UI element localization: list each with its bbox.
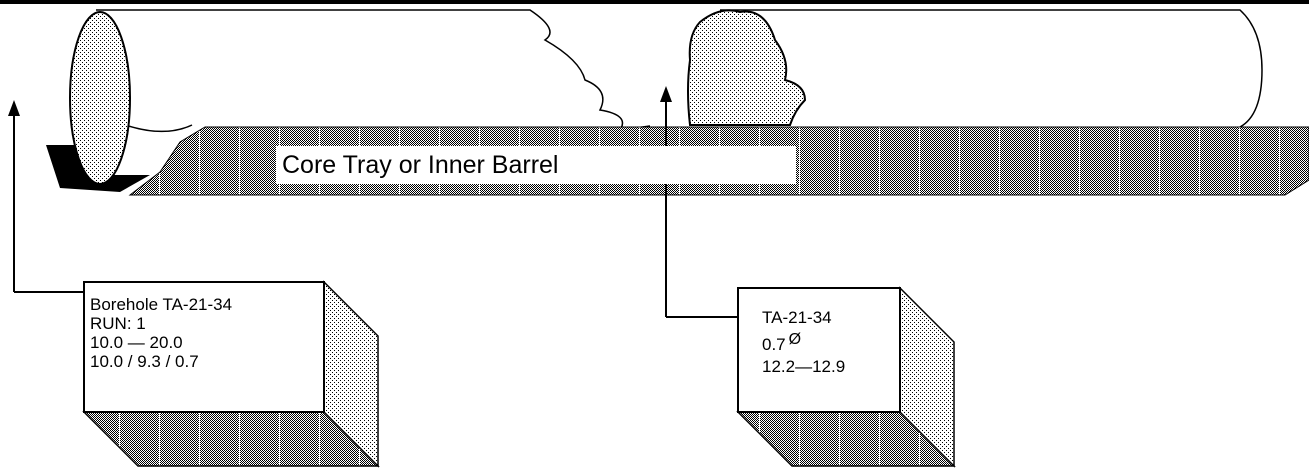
run-tag-box (82, 280, 380, 468)
run-tag-line-run: RUN: 1 (90, 314, 146, 333)
left-wedge (46, 145, 150, 192)
left-core-outline (96, 9, 651, 131)
run-tag-line-borehole: Borehole TA-21-34 (90, 295, 233, 314)
broken-core-piece (687, 9, 807, 126)
run-tag-line-recovery: 10.0 / 9.3 / 0.7 (90, 352, 199, 371)
sample-tag-face (737, 287, 901, 413)
sample-tag-line-borehole: TA-21-34 (762, 308, 832, 327)
left-core-end (69, 11, 131, 185)
leader-arrow-left (8, 100, 84, 293)
right-core-outline (720, 9, 1263, 128)
leader-arrow-right (660, 86, 738, 318)
sample-tag-length-value: 0.7 (762, 335, 786, 354)
run-tag-face (83, 281, 325, 413)
sample-tag-box (736, 286, 956, 468)
run-tag-text: Borehole TA-21-34 RUN: 1 10.0 — 20.0 10.… (90, 295, 232, 371)
run-tag-line-interval: 10.0 — 20.0 (90, 333, 183, 352)
diameter-symbol: Ø (788, 331, 802, 348)
sample-tag-line-interval: 12.2—12.9 (762, 357, 846, 376)
core-tray-label: Core Tray or Inner Barrel (276, 146, 796, 184)
